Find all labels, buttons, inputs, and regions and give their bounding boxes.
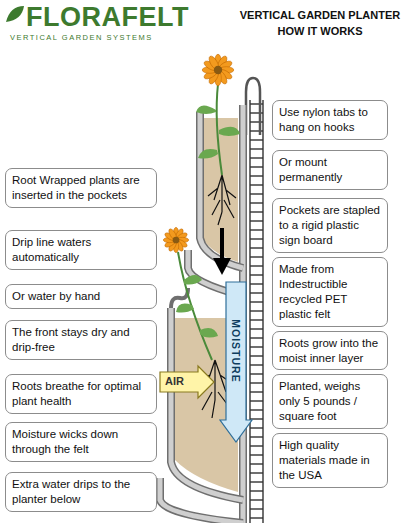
callout-text: The front stays dry and drip-free	[12, 325, 150, 355]
flower	[163, 227, 218, 360]
nylon-tab	[246, 78, 260, 135]
air-arrow	[160, 366, 214, 398]
callout-text: Root Wrapped plants are inserted in the …	[12, 173, 150, 203]
callout-text: Use nylon tabs to hang on hooks	[279, 105, 381, 135]
callout-text: Extra water drips to the planter below	[12, 477, 150, 507]
callout-box: Or water by hand	[5, 284, 157, 309]
down-arrow	[213, 258, 231, 275]
callout-text: Or water by hand	[12, 289, 150, 304]
title: VERTICAL GARDEN PLANTER HOW IT WORKS	[232, 8, 408, 40]
callout-box: Pockets are stapled to a rigid plastic s…	[272, 198, 388, 253]
callout-text: High quality materials made in the USA	[279, 438, 381, 483]
callout-box: Or mount permanently	[272, 150, 388, 190]
callout-text: Drip line waters automatically	[12, 235, 150, 265]
air-label: AIR	[165, 375, 184, 387]
callout-text: Moisture wicks down through the felt	[12, 427, 150, 457]
logo-tagline: VERTICAL GARDEN SYSTEMS	[10, 33, 153, 42]
moisture-arrow	[220, 282, 252, 442]
callout-box: Root Wrapped plants are inserted in the …	[5, 168, 157, 208]
callout-box: Roots grow into the moist inner layer	[272, 331, 388, 371]
callout-text: Or mount permanently	[279, 155, 381, 185]
moisture-label: MOISTURE	[230, 319, 242, 382]
callout-box: Extra water drips to the planter below	[5, 472, 157, 512]
callout-box: Moisture wicks down through the felt	[5, 422, 157, 462]
callout-text: Made from Indestructible recycled PET pl…	[279, 262, 381, 322]
callout-text: Planted, weighs only 5 pounds / square f…	[279, 379, 381, 424]
callout-text: Roots grow into the moist inner layer	[279, 336, 381, 366]
callout-box: Made from Indestructible recycled PET pl…	[272, 257, 388, 327]
logo-wordmark: FLORAFELT	[26, 2, 189, 33]
callout-box: Roots breathe for optimal plant health	[5, 374, 157, 414]
logo-leaf	[6, 6, 24, 22]
felt-pocket	[188, 112, 243, 296]
callout-box: Planted, weighs only 5 pounds / square f…	[272, 374, 388, 429]
flower	[196, 54, 240, 175]
callout-box: High quality materials made in the USA	[272, 433, 388, 488]
callout-box: Use nylon tabs to hang on hooks	[272, 100, 388, 140]
soil	[203, 118, 238, 262]
callout-text: Pockets are stapled to a rigid plastic s…	[279, 203, 381, 248]
callout-box: Drip line waters automatically	[5, 230, 157, 270]
sign-board	[250, 100, 263, 523]
callout-box: The front stays dry and drip-free	[5, 320, 157, 360]
callout-text: Roots breathe for optimal plant health	[12, 379, 150, 409]
